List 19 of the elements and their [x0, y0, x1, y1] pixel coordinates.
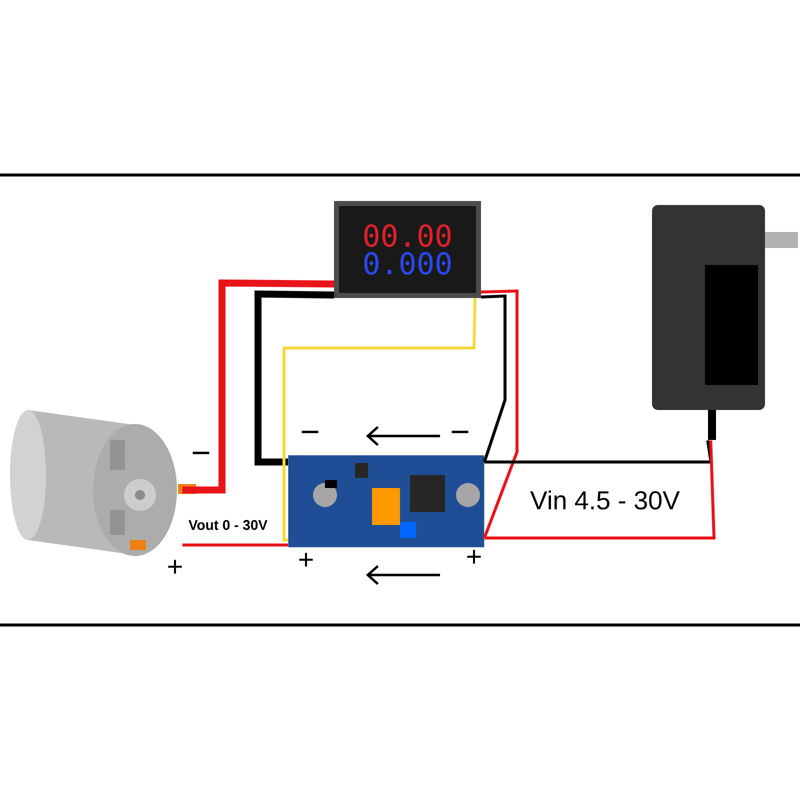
wire	[484, 440, 716, 540]
plus-sign: +	[168, 560, 182, 574]
voltage-label: Vout 0 - 30V	[188, 520, 268, 530]
plus-sign: +	[467, 550, 481, 564]
wire	[254, 290, 334, 466]
wire	[182, 279, 334, 494]
voltmeter-ammeter-display: 00.00 0.000	[334, 201, 481, 298]
wire	[282, 298, 476, 542]
minus-sign: −	[192, 452, 210, 454]
wire	[480, 294, 506, 462]
buck-converter-module-drawing	[288, 455, 484, 548]
power-adapter-drawing	[652, 205, 798, 440]
wire	[480, 289, 518, 539]
plus-sign: +	[299, 552, 313, 567]
wire	[182, 544, 288, 546]
wire	[484, 440, 713, 464]
minus-sign: −	[452, 430, 468, 434]
minus-sign: −	[302, 430, 318, 434]
voltage-label: Vin 4.5 - 30V	[530, 490, 680, 510]
